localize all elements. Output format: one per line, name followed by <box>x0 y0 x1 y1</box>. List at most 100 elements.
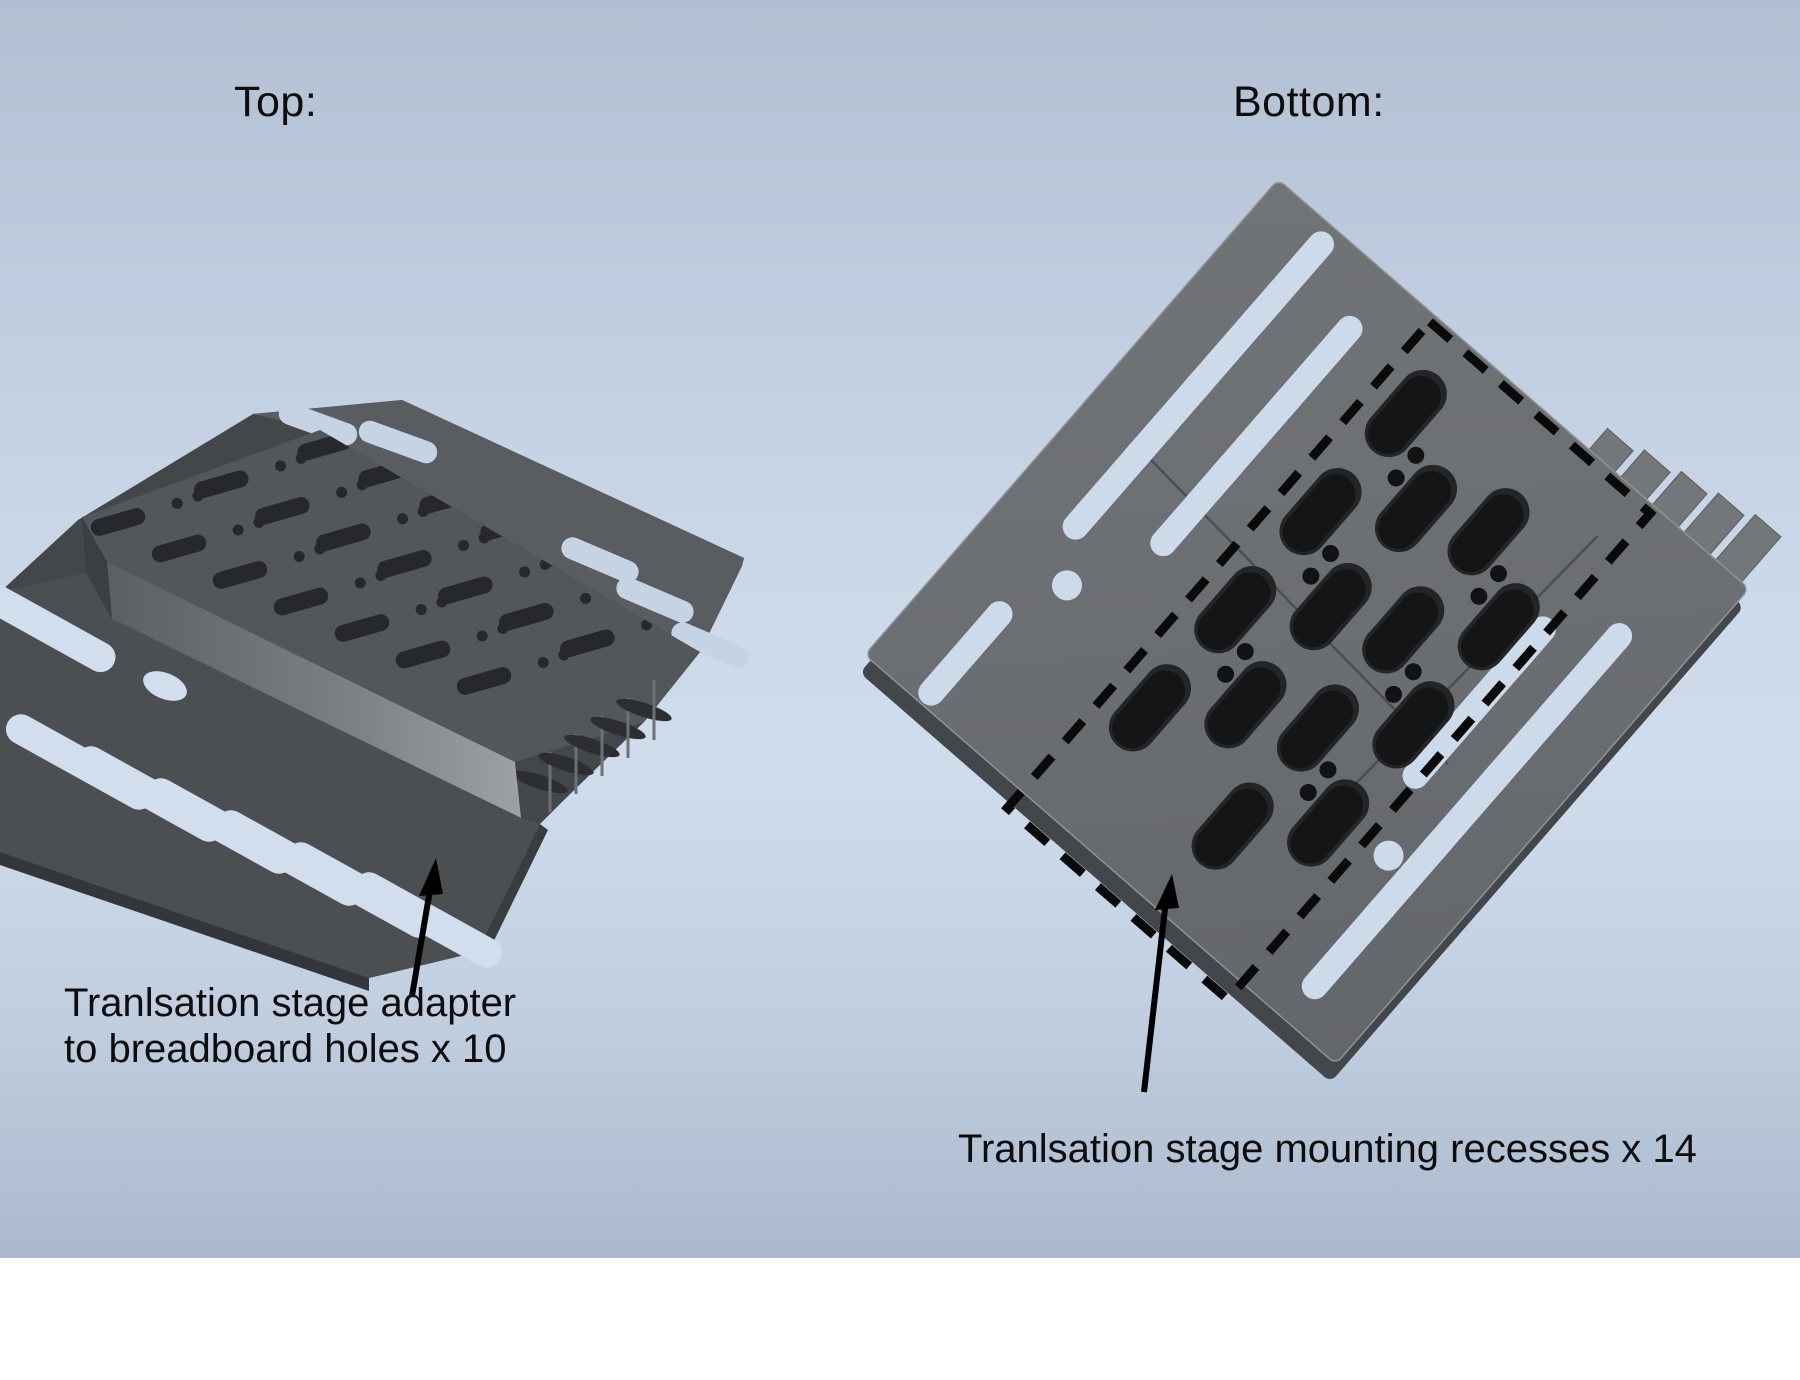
counterbore-slot <box>499 603 554 631</box>
counterbore-slot <box>765 552 824 584</box>
pilot-hole <box>336 486 348 498</box>
bottom-view-title: Bottom: <box>1233 78 1385 126</box>
breadboard-slot <box>278 402 358 446</box>
mounting-recess <box>1368 376 1441 454</box>
pilot-hole <box>314 543 326 555</box>
pilot-hole <box>275 460 287 472</box>
counterbore-slot <box>377 550 432 578</box>
counterbore-slot <box>151 534 207 563</box>
counterbore-slot <box>395 640 451 669</box>
breadboard-slot <box>1150 451 1245 557</box>
pilot-hole <box>558 649 570 661</box>
breadboard-slot <box>353 872 503 968</box>
mounting-recesses-annotation: Tranlsation stage mounting recesses x 14 <box>958 1127 1697 1171</box>
breadboard-slot <box>1402 684 1497 789</box>
breadboard-hole <box>1051 570 1082 601</box>
mounting-recess <box>1450 494 1524 573</box>
pilot-hole <box>375 569 387 581</box>
pilot-hole <box>497 622 509 634</box>
mounting-recess <box>1194 788 1268 867</box>
left-annotation-arrow <box>409 858 443 997</box>
breadboard-slot <box>1301 894 1396 1000</box>
pilot-hole <box>1490 565 1508 583</box>
pilot-hole <box>1302 567 1320 585</box>
pilot-hole <box>580 592 592 604</box>
castellation-groove <box>564 734 620 758</box>
pilot-hole <box>537 656 549 668</box>
breadboard-slot <box>616 577 694 623</box>
breadboard-slot <box>0 583 116 673</box>
pilot-hole <box>476 630 488 642</box>
adapter-block-front-face <box>107 562 521 818</box>
pilot-hole <box>397 513 409 525</box>
breadboard-hole <box>143 671 187 701</box>
pilot-hole <box>356 479 368 491</box>
pilot-hole <box>1407 446 1425 464</box>
bottom-white-band <box>0 1258 1800 1380</box>
breadboard-holes-annotation: Tranlsation stage adapter to breadboard … <box>64 980 516 1073</box>
pilot-hole <box>417 505 429 517</box>
front-wing-edge-face <box>0 852 369 991</box>
counterbore-slot <box>212 561 268 589</box>
counterbore-slot <box>90 508 146 536</box>
mounting-recess <box>1365 592 1439 671</box>
annotation-line: Tranlsation stage adapter <box>64 981 517 1025</box>
counterbore-slot <box>456 667 512 695</box>
mounting-recess <box>1460 589 1534 668</box>
pilot-hole <box>436 596 448 608</box>
mounting-recess <box>1280 690 1354 769</box>
mounting-recess <box>1375 687 1449 766</box>
castellation-groove <box>590 716 646 740</box>
bottom-view-render <box>863 181 1782 1079</box>
counterbore-slot <box>273 587 329 616</box>
pilot-hole <box>192 490 204 502</box>
pilot-hole <box>1404 663 1422 681</box>
pilot-hole <box>253 516 265 528</box>
pilot-hole <box>519 566 531 578</box>
breadboard-slot <box>358 420 438 464</box>
mounting-recess <box>1290 785 1364 864</box>
counterbore-slot <box>334 614 390 642</box>
mounting-recess-highlight-outline <box>1001 315 1657 1006</box>
breadboard-slot <box>918 601 1013 706</box>
pilot-hole <box>1322 544 1340 562</box>
pilot-hole <box>1385 685 1403 703</box>
pilot-hole <box>458 539 470 551</box>
pilot-hole <box>293 550 305 562</box>
annotation-line: to breadboard holes x 10 <box>64 1027 507 1072</box>
mounting-recess <box>1207 667 1281 746</box>
pilot-hole <box>171 497 183 509</box>
counterbore-slot <box>255 497 310 525</box>
pilot-hole <box>1319 761 1337 779</box>
pilot-hole <box>478 532 490 544</box>
breadboard-hole <box>1373 840 1404 871</box>
counterbore-slot <box>316 523 371 552</box>
mounting-recess <box>1293 569 1366 647</box>
breadboard-slot <box>671 622 749 668</box>
pilot-hole <box>1387 469 1405 487</box>
top-view-render <box>0 400 824 991</box>
breadboard-slot <box>1062 435 1157 540</box>
right-annotation-arrow <box>1141 874 1179 1093</box>
mounting-recess <box>1112 670 1186 749</box>
pilot-hole <box>744 582 755 593</box>
counterbore-slot <box>438 576 493 605</box>
pilot-hole <box>1236 643 1254 661</box>
pilot-hole <box>232 524 244 536</box>
adapter-block-left-face <box>82 517 112 619</box>
castellation-groove <box>512 770 568 794</box>
plate-seam-groove <box>1317 535 1599 823</box>
pilot-hole <box>1470 587 1488 605</box>
mounting-recess <box>1282 474 1356 553</box>
pilot-hole <box>1217 665 1235 683</box>
top-view-title: Top: <box>234 78 318 126</box>
front-wing-plate <box>0 573 540 978</box>
pilot-hole <box>295 452 307 464</box>
pilot-hole <box>1299 783 1317 801</box>
front-wing-right-edge-face <box>477 824 548 959</box>
adapter-block-top <box>82 430 700 762</box>
counterbore-slot <box>560 629 615 658</box>
pilot-hole <box>415 603 427 615</box>
mounting-recess <box>1197 572 1271 651</box>
castellation-groove <box>616 698 672 722</box>
